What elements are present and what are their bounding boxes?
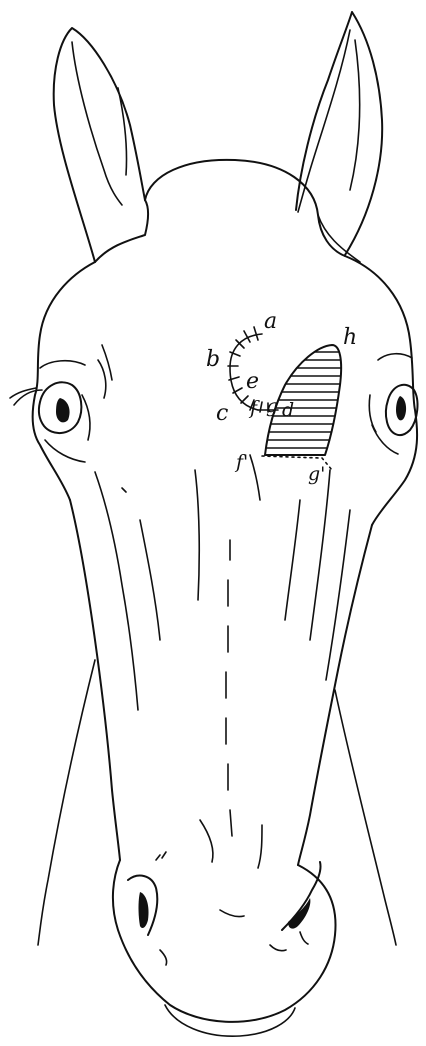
label-d: d: [282, 399, 294, 421]
right-eye: [369, 354, 417, 454]
label-g-prime: g': [308, 463, 325, 485]
label-a: a: [264, 309, 277, 334]
label-g: g: [266, 395, 278, 417]
label-h: h: [343, 325, 357, 350]
poll-outline: [95, 160, 360, 262]
label-e: e: [246, 369, 259, 394]
left-ear: [54, 28, 145, 262]
label-c: c: [216, 401, 228, 426]
face-contours: [95, 345, 350, 917]
label-f-prime: f': [234, 451, 248, 473]
head-outline: [33, 256, 418, 1036]
figure-labels: a b c d e f g h f' g': [206, 309, 357, 485]
label-b: b: [206, 347, 220, 372]
neck-lines: [38, 660, 396, 945]
label-f: f: [248, 397, 260, 419]
right-ear: [296, 12, 382, 255]
left-eye: [10, 360, 106, 462]
nostrils: [128, 852, 321, 965]
